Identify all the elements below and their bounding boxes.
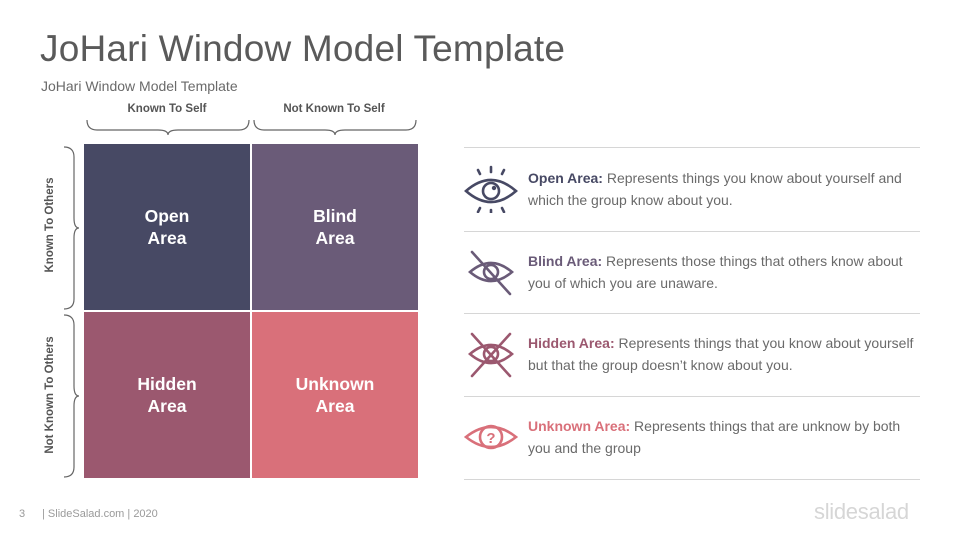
- legend-heading-hidden: Hidden Area:: [528, 335, 615, 351]
- eye-icon: [464, 165, 518, 213]
- cell-hidden-line1: Hidden: [137, 374, 197, 394]
- page-number: 3: [19, 508, 26, 520]
- legend-divider: [464, 313, 920, 314]
- legend-item-blind: Blind Area: Represents those things that…: [464, 242, 920, 302]
- side-brace-top: [63, 146, 80, 310]
- legend-heading-unknown: Unknown Area:: [528, 418, 631, 434]
- cell-open-line2: Area: [147, 228, 187, 248]
- row-label-not-known-to-others: Not Known To Others: [44, 336, 56, 454]
- col-label-known-to-self: Known To Self: [127, 103, 207, 115]
- top-brace-left: [86, 119, 250, 136]
- legend-desc-open: Represents things you know about yoursel…: [528, 170, 902, 208]
- legend-heading-open: Open Area:: [528, 170, 603, 186]
- legend-divider: [464, 147, 920, 148]
- legend-divider: [464, 396, 920, 397]
- legend-heading-blind: Blind Area:: [528, 253, 603, 269]
- col-label-not-known-to-self: Not Known To Self: [283, 103, 385, 115]
- top-brace-right: [253, 119, 417, 136]
- cell-open-line1: Open: [144, 206, 190, 226]
- brand-logo: slidesalad: [814, 499, 909, 524]
- page-subtitle: JoHari Window Model Template: [41, 78, 238, 94]
- cell-blind-line1: Blind: [313, 206, 357, 226]
- cell-unknown-line2: Area: [315, 396, 355, 416]
- eye-question-icon: ?: [464, 424, 518, 450]
- legend-desc-hidden: Represents things that you know about yo…: [528, 335, 914, 373]
- page-title: JoHari Window Model Template: [40, 28, 566, 69]
- cell-unknown-line1: Unknown: [295, 374, 375, 394]
- eye-slash-icon: [468, 250, 514, 296]
- legend-item-unknown: ? Unknown Area: Represents things that a…: [464, 407, 920, 467]
- legend-item-open: Open Area: Represents things you know ab…: [464, 159, 920, 219]
- legend-divider: [464, 479, 920, 480]
- side-brace-bottom: [63, 314, 80, 478]
- legend-divider: [464, 231, 920, 232]
- footer-text: | SlideSalad.com | 2020: [42, 508, 158, 520]
- row-label-known-to-others: Known To Others: [44, 177, 56, 273]
- svg-text:?: ?: [486, 430, 495, 447]
- legend-desc-unknown: Represents things that are unknow by bot…: [528, 418, 901, 456]
- legend-desc-blind: Represents those things that others know…: [528, 253, 903, 291]
- cell-blind-line2: Area: [315, 228, 355, 248]
- cell-hidden-line2: Area: [147, 396, 187, 416]
- eye-crossed-icon: [468, 332, 514, 378]
- legend-item-hidden: Hidden Area: Represents things that you …: [464, 324, 920, 384]
